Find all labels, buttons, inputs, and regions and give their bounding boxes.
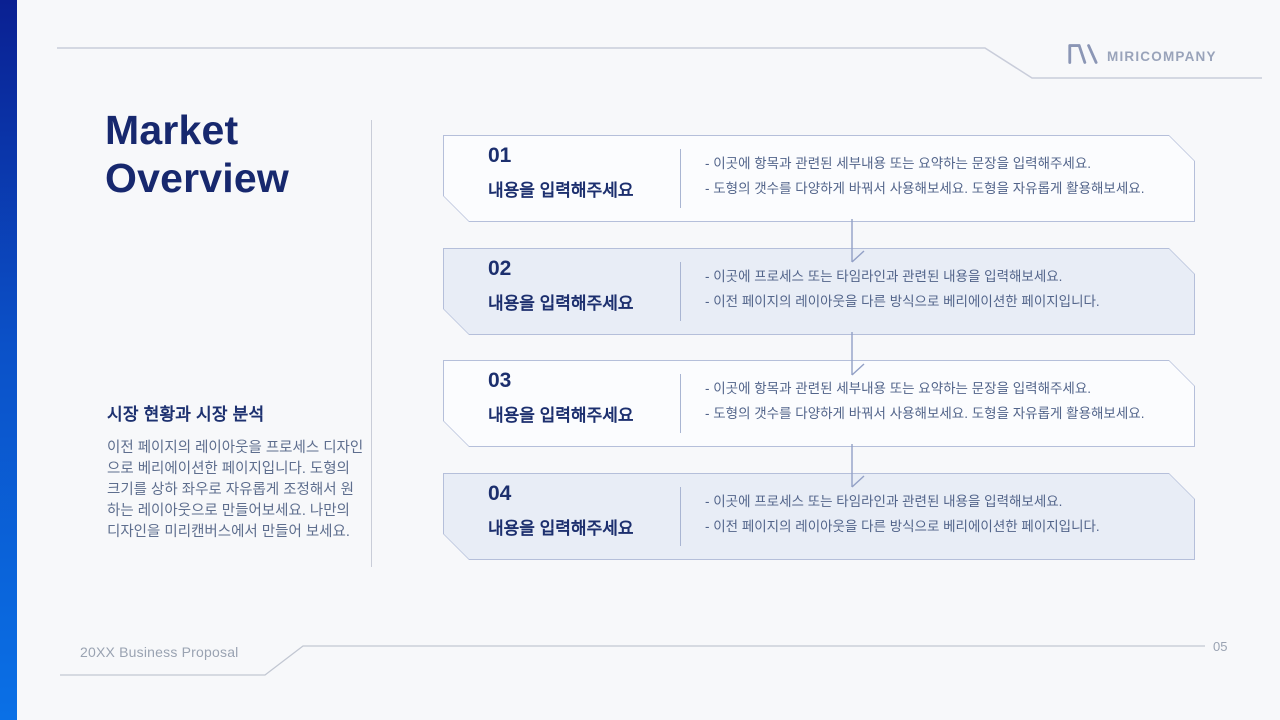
step-3-number: 03 [488,369,512,392]
step-2-divider-line [680,262,681,321]
step-1-divider-line [680,149,681,208]
step-4-desc-line1: - 이곳에 프로세스 또는 타임라인과 관련된 내용을 입력해보세요. [705,494,1063,509]
page-title-line2: Overview [105,155,289,201]
column-divider-line [371,120,372,567]
step-4-fill [444,474,1194,559]
brand-logo: MIRICOMPANY [1066,42,1217,71]
step-3-desc-line1: - 이곳에 항목과 관련된 세부내용 또는 요약하는 문장을 입력해주세요. [705,381,1092,396]
accent-gradient-bar [0,0,17,720]
page-number: 05 [1213,639,1228,654]
step-2-desc-line1: - 이곳에 프로세스 또는 타임라인과 관련된 내용을 입력해보세요. [705,269,1063,284]
step-2-title: 내용을 입력해주세요 [488,294,634,313]
step-1-title: 내용을 입력해주세요 [488,181,634,200]
step-3-divider-line [680,374,681,433]
step-1-fill [444,136,1194,221]
step-4-divider-line [680,487,681,546]
step-2-desc-line2: - 이전 페이지의 레이아웃을 다른 방식으로 베리에이션한 페이지입니다. [705,294,1100,309]
process-step-3: 03 내용을 입력해주세요 - 이곳에 항목과 관련된 세부내용 또는 요약하는… [443,360,1195,447]
section-body-text: 이전 페이지의 레이아웃을 프로세스 디자인으로 베리에이션한 페이지입니다. … [107,440,364,540]
step-2-fill [444,249,1194,334]
step-4-number: 04 [488,482,512,505]
miricompany-logo-icon [1066,42,1098,71]
process-step-1: 01 내용을 입력해주세요 - 이곳에 항목과 관련된 세부내용 또는 요약하는… [443,135,1195,222]
page-title: Market Overview [105,106,289,202]
step-1-desc-line1: - 이곳에 항목과 관련된 세부내용 또는 요약하는 문장을 입력해주세요. [705,156,1092,171]
step-1-description: - 이곳에 항목과 관련된 세부내용 또는 요약하는 문장을 입력해주세요. -… [705,151,1144,201]
step-4-description: - 이곳에 프로세스 또는 타임라인과 관련된 내용을 입력해보세요. - 이전… [705,489,1100,539]
brand-name: MIRICOMPANY [1107,49,1217,64]
step-3-title: 내용을 입력해주세요 [488,406,634,425]
step-3-description: - 이곳에 항목과 관련된 세부내용 또는 요약하는 문장을 입력해주세요. -… [705,376,1144,426]
footer-label: 20XX Business Proposal [80,644,239,660]
step-3-desc-line2: - 도형의 갯수를 다양하게 바꿔서 사용해보세요. 도형을 자유롭게 활용해보… [705,406,1145,421]
page-title-line1: Market [105,107,239,153]
step-2-number: 02 [488,257,512,280]
process-step-2: 02 내용을 입력해주세요 - 이곳에 프로세스 또는 타임라인과 관련된 내용… [443,248,1195,335]
process-step-4: 04 내용을 입력해주세요 - 이곳에 프로세스 또는 타임라인과 관련된 내용… [443,473,1195,560]
step-1-desc-line2: - 도형의 갯수를 다양하게 바꿔서 사용해보세요. 도형을 자유롭게 활용해보… [705,181,1145,196]
step-3-fill [444,361,1194,446]
step-1-number: 01 [488,144,512,167]
step-4-title: 내용을 입력해주세요 [488,519,634,538]
step-4-desc-line2: - 이전 페이지의 레이아웃을 다른 방식으로 베리에이션한 페이지입니다. [705,519,1100,534]
section-heading: 시장 현황과 시장 분석 [107,405,265,424]
step-2-description: - 이곳에 프로세스 또는 타임라인과 관련된 내용을 입력해보세요. - 이전… [705,264,1100,314]
